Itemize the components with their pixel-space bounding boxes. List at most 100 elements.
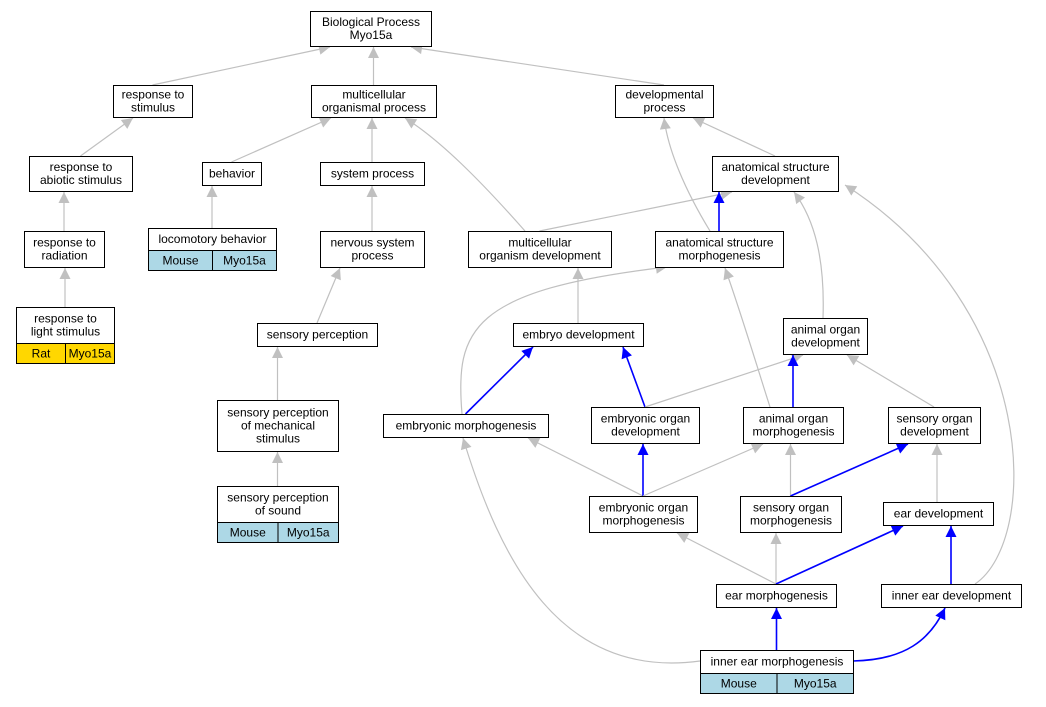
term-box [716,584,837,608]
edge-arrowhead [771,608,782,619]
term-box [783,318,868,355]
edge-iem-to-embm [462,437,701,664]
term-box [217,400,339,452]
edge-arrowhead [659,118,671,130]
edge-arrowhead [59,268,71,279]
gene-label: Myo15a [69,347,112,361]
edge-arrowhead [521,347,533,359]
term-label-line: abiotic stimulus [40,173,122,187]
edge-eod-to-aod [644,354,804,408]
term-node-sysp[interactable]: system process [320,162,425,186]
edge-arrowhead [945,526,957,537]
edge-arrowhead [935,608,946,621]
edge-arrowhead [318,117,331,128]
term-node-embm[interactable]: embryonic morphogenesis [383,414,549,438]
term-label-line: response to [33,236,96,250]
edge-asm-to-dp [663,117,711,232]
species-label: Mouse [162,254,198,268]
edge-arrowhead [723,268,734,281]
term-label-line: sensory perception [267,328,368,342]
term-label-line: multicellular [508,236,571,250]
term-node-ied[interactable]: inner ear development [881,584,1022,608]
edge-arrowhead [572,268,584,279]
term-label-line: embryonic morphogenesis [396,419,537,433]
term-label-line: organismal process [322,101,426,115]
term-label-line: morphogenesis [752,425,834,439]
term-label-line: inner ear morphogenesis [711,655,844,669]
term-label-line: stimulus [131,101,175,115]
term-label-line: animal organ [791,323,860,337]
edge-eom-to-aom [642,443,764,497]
term-label-line: inner ear development [892,589,1012,603]
species-label: Rat [32,347,51,361]
term-label-line: developmental [625,88,703,102]
term-box [712,156,839,192]
term-label-line: response to [34,312,97,326]
term-label-line: morphogenesis [602,514,684,528]
edge-ied-to-asd [844,184,1015,585]
term-box [113,85,193,118]
edge-aod-to-asd [793,191,824,319]
term-box [383,414,549,438]
term-label-line: anatomical structure [665,236,773,250]
term-label-line: process [643,101,685,115]
term-label-line: response to [122,88,185,102]
term-label-line: locomotory behavior [158,232,266,246]
edge-arrowhead [895,443,908,454]
edge-arrowhead [770,533,782,544]
term-node-ed[interactable]: ear development [883,502,994,526]
term-label-line: nervous system [330,236,414,250]
gene-badge [776,673,854,694]
term-label-line: development [741,173,810,187]
edge-arrowhead [845,185,858,196]
edge-iem-to-ied [852,607,946,662]
term-label-line: ear development [894,507,984,521]
edge-arrowhead [794,192,805,205]
term-label-line: sensory organ [753,501,829,515]
term-box [615,85,714,118]
term-node-beh[interactable]: behavior [202,162,262,186]
edge-arrowhead [366,118,378,129]
term-box [202,162,262,186]
edge-dp-to-bp [410,46,665,86]
gene-label: Myo15a [223,254,266,268]
term-node-sp[interactable]: sensory perception [257,323,378,347]
term-label-line: sensory perception [227,491,328,505]
term-label-line: ear morphogenesis [725,589,828,603]
term-box [740,496,842,533]
term-label-line: sensory organ [896,412,972,426]
term-box [655,231,784,268]
term-label-line: behavior [209,167,255,181]
edge-arrowhead [677,533,690,543]
term-node-emb[interactable]: embryo development [513,323,644,347]
term-box [16,307,115,344]
term-box [468,231,612,268]
term-label-line: embryonic organ [601,412,690,426]
term-label-line: animal organ [759,412,828,426]
edge-mod-to-asd [539,191,733,232]
term-box [29,156,133,192]
term-node-em[interactable]: ear morphogenesis [716,584,837,608]
term-label-line: development [791,336,860,350]
